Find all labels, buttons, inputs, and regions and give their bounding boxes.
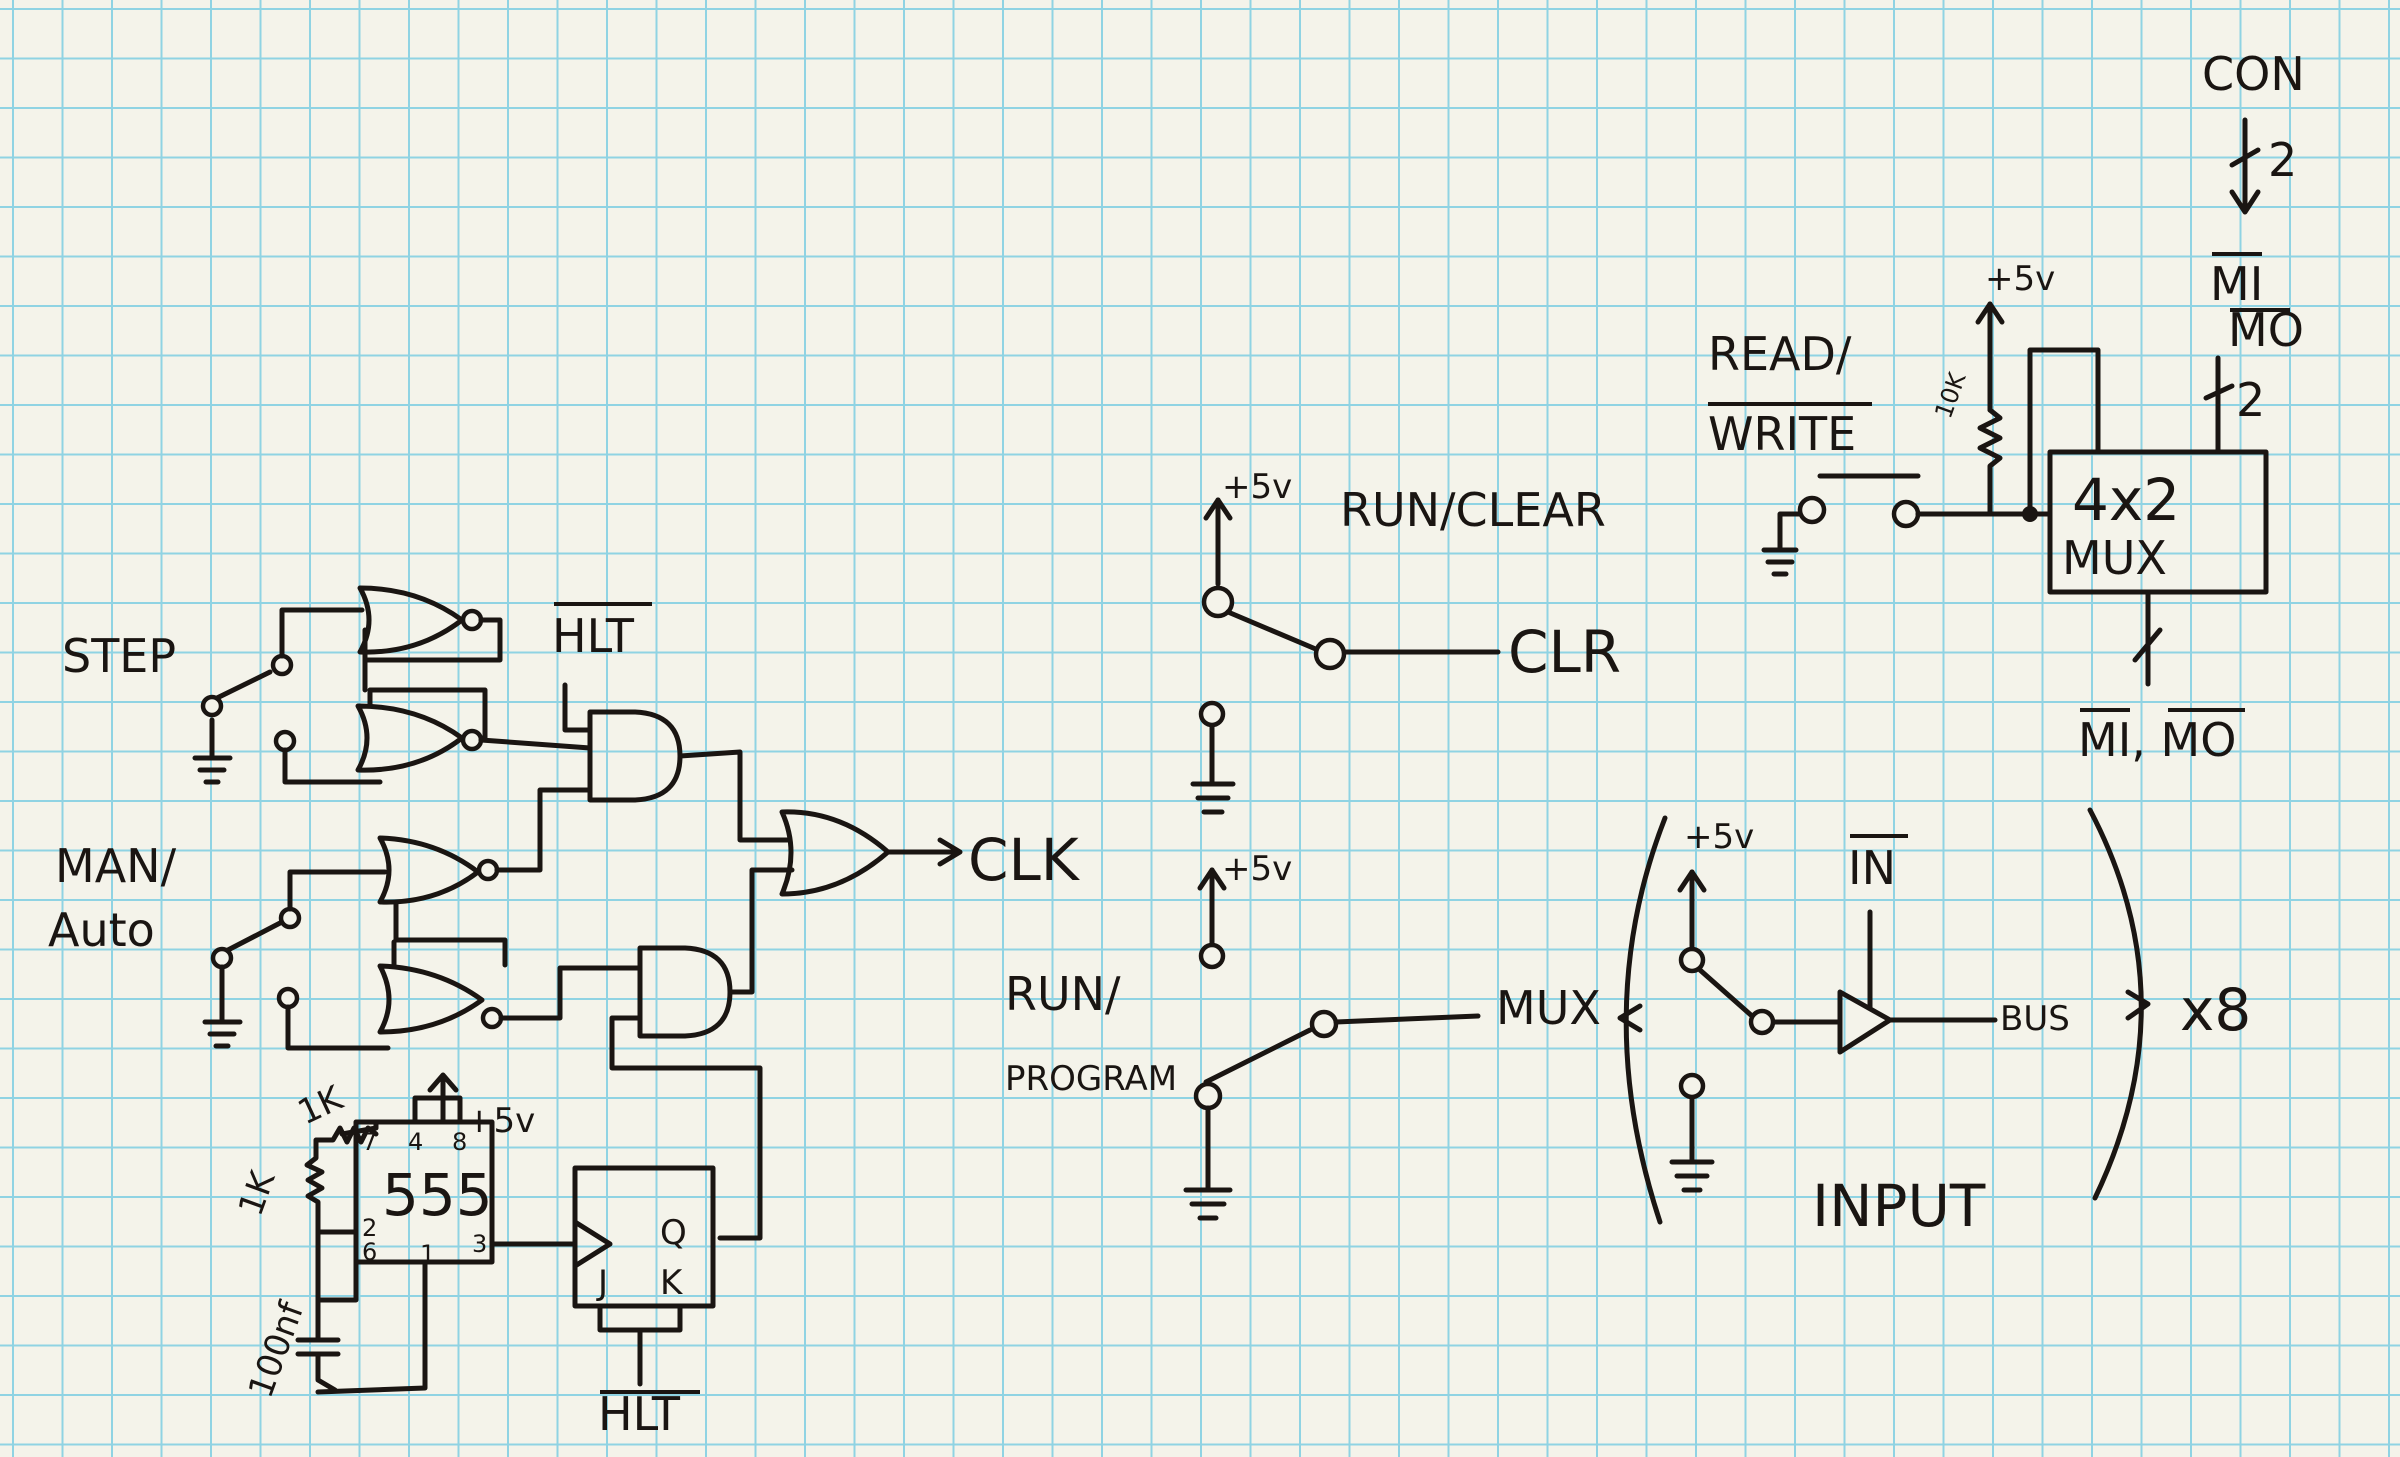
resistor-1k-side-label: 1K	[231, 1165, 284, 1222]
input-bracket-right	[2087, 807, 2151, 1201]
plus5v-input-label: +5v	[1684, 817, 1754, 857]
jk-flipflop	[572, 1165, 716, 1387]
in-label: IN	[1848, 841, 1896, 895]
plus5v-555-label: +5v	[465, 1101, 535, 1141]
hlt-bottom-label: HLT	[598, 1387, 681, 1441]
tristate-buffer	[1837, 909, 1998, 1055]
hlt-and-gate-top	[562, 682, 793, 843]
read-write-label-line1: READ/	[1708, 327, 1852, 381]
and-gate-bottom	[609, 867, 795, 1241]
run-program-label-line2: PROGRAM	[1005, 1059, 1177, 1099]
ic-555	[295, 1072, 578, 1395]
mi-mo-bus-width-label: 2	[2236, 373, 2265, 427]
input-label: INPUT	[1812, 1172, 1986, 1240]
clk-label: CLK	[968, 826, 1081, 894]
hlt-top-label: HLT	[552, 609, 635, 663]
run-program-switch	[1183, 1009, 1481, 1221]
clk-or-gate	[779, 809, 963, 897]
clr-label: CLR	[1508, 618, 1621, 686]
pin-8-label: 8	[452, 1128, 467, 1156]
run-clear-switch	[1201, 497, 1501, 671]
mi-mo-label-line1: MI	[2210, 257, 2263, 311]
run-program-label-line1: RUN/	[1005, 967, 1121, 1021]
step-nor-gate-bottom	[355, 627, 593, 773]
con-bus-width-label: 2	[2268, 133, 2297, 187]
step-nor-gate-top	[357, 585, 503, 693]
mi-mo-output-label: MI, MO	[2078, 713, 2236, 767]
pullup-10k	[1975, 301, 2101, 522]
input-switch	[1669, 869, 1843, 1193]
pin-7-label: 7	[362, 1128, 377, 1156]
mux-4x2-label-line2: MUX	[2062, 531, 2167, 585]
manual-nor-gate-bottom	[377, 939, 643, 1035]
read-write-label-line2: WRITE	[1708, 407, 1856, 461]
ground-and-plus5v-switch	[1190, 700, 1236, 970]
run-clear-label: RUN/CLEAR	[1340, 483, 1606, 537]
plus5v-mid-label: +5v	[1222, 849, 1292, 889]
mux-4x2	[2047, 355, 2269, 687]
jk-q-label: Q	[660, 1213, 687, 1253]
resistor-10k-label: 10K	[1929, 368, 1972, 422]
input-bracket-left	[1617, 815, 1668, 1225]
step-switch	[192, 607, 383, 785]
pin-2-label: 2	[362, 1214, 377, 1242]
jk-k-label: K	[660, 1263, 684, 1303]
con-bus	[2229, 117, 2261, 215]
pin-1-label: 1	[420, 1240, 435, 1268]
plus5v-mux-label: +5v	[1985, 259, 2055, 299]
pin-3-label: 3	[472, 1230, 487, 1258]
man-auto-switch	[202, 869, 391, 1051]
pin-4-label: 4	[408, 1128, 423, 1156]
con-label: CON	[2202, 47, 2305, 101]
capacitor-label: 100nf	[241, 1296, 313, 1403]
mux-output-label: MUX	[1496, 981, 1601, 1035]
step-label: STEP	[62, 629, 176, 683]
pin-6-label: 6	[362, 1238, 377, 1266]
resistor-1k-top-label: 1K	[292, 1078, 350, 1134]
man-auto-label-line1: MAN/	[55, 839, 177, 893]
read-write-switch	[1761, 473, 2053, 577]
ic-555-label: 555	[382, 1161, 493, 1229]
man-auto-label-line2: Auto	[48, 903, 155, 957]
bus-label: BUS	[2000, 999, 2070, 1039]
plus5v-runclear-label: +5v	[1222, 467, 1292, 507]
jk-j-label: J	[596, 1263, 608, 1303]
manual-nor-gate-top	[377, 787, 593, 968]
x8-label: x8	[2180, 976, 2251, 1044]
mux-4x2-label-line1: 4x2	[2072, 466, 2180, 534]
